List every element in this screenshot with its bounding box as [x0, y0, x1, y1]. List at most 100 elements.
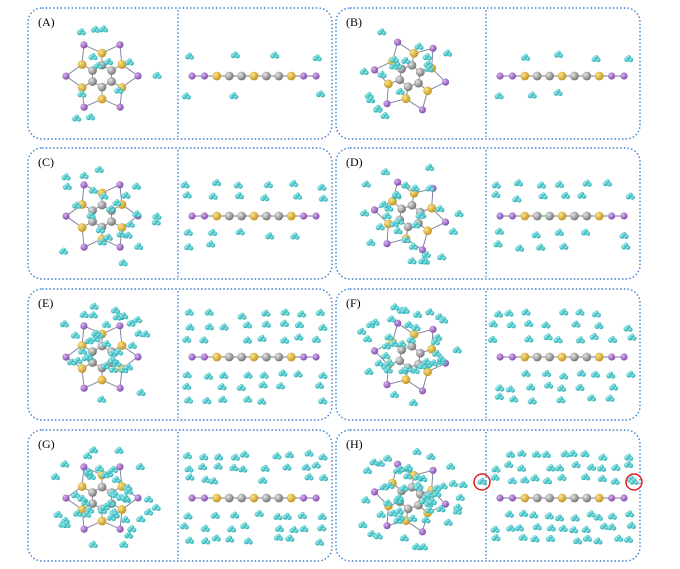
highlight-circle — [473, 473, 491, 491]
water-molecule — [494, 310, 504, 318]
water-molecule — [120, 494, 130, 502]
water-molecule — [520, 476, 530, 484]
water-molecule — [543, 333, 553, 341]
iodine-atom — [608, 212, 616, 220]
water-molecule — [524, 335, 534, 343]
water-molecule — [109, 365, 119, 374]
water-molecule — [70, 331, 80, 339]
water-molecule — [94, 165, 104, 174]
water-molecule — [184, 308, 194, 316]
water-molecule — [370, 318, 380, 326]
carbon-atom — [415, 348, 425, 358]
iodine-atom — [200, 212, 208, 220]
sulfur-atom — [77, 223, 87, 232]
water-molecule — [184, 465, 194, 473]
water-molecule — [285, 534, 295, 542]
water-molecule — [430, 338, 440, 346]
iodine-atom — [80, 243, 88, 251]
water-molecule — [358, 521, 368, 529]
water-molecule — [509, 395, 519, 403]
water-molecule — [151, 503, 161, 511]
carbon-atom — [107, 77, 116, 86]
water-molecule — [554, 228, 564, 236]
water-molecule — [439, 316, 449, 324]
water-molecule — [382, 212, 392, 220]
carbon-atom — [545, 211, 554, 221]
water-molecule — [557, 473, 567, 482]
water-molecule — [576, 369, 586, 377]
panel-h: (H) — [335, 429, 643, 562]
water-molecule — [412, 473, 423, 481]
water-molecule — [72, 201, 82, 209]
iodine-atom — [383, 100, 391, 108]
water-molecule — [135, 463, 145, 471]
water-molecule — [611, 463, 621, 472]
panel-b: (B) — [335, 7, 641, 140]
water-molecule — [607, 523, 617, 531]
water-molecule — [380, 112, 390, 120]
water-molecule — [394, 507, 404, 515]
water-molecule — [558, 524, 568, 532]
panel-label: (E) — [38, 296, 53, 310]
water-molecule — [606, 371, 616, 379]
water-molecule — [225, 535, 235, 543]
sulfur-atom — [77, 341, 87, 350]
iodine-atom — [370, 488, 379, 496]
water-molecule — [259, 371, 269, 379]
water-molecule — [410, 184, 420, 192]
iodine-atom — [496, 494, 504, 502]
water-molecule — [554, 180, 564, 188]
water-molecule — [141, 330, 151, 338]
panel-label: (A) — [38, 15, 55, 29]
sulfur-atom — [401, 375, 411, 385]
water-molecule — [233, 181, 243, 189]
carbon-atom — [107, 217, 116, 226]
panel-border — [27, 147, 333, 280]
water-molecule — [394, 217, 404, 225]
water-molecule — [437, 253, 447, 261]
water-molecule — [282, 512, 292, 520]
water-molecule — [407, 257, 417, 265]
water-molecule — [517, 449, 527, 457]
water-molecule — [538, 192, 548, 200]
iodine-atom — [370, 206, 379, 214]
water-molecule — [555, 464, 565, 472]
water-molecule — [185, 473, 195, 481]
water-molecule — [114, 86, 124, 94]
water-molecule — [384, 333, 394, 341]
water-molecule — [553, 336, 563, 344]
water-molecule — [121, 191, 131, 199]
sulfur-atom — [594, 493, 604, 503]
water-molecule — [531, 450, 541, 458]
sulfur-atom — [97, 375, 107, 385]
carbon-atom — [237, 211, 247, 221]
water-molecule — [265, 232, 275, 240]
water-molecule — [366, 96, 376, 104]
sulfur-atom — [594, 352, 604, 362]
water-molecule — [261, 309, 271, 317]
water-molecule — [556, 396, 566, 404]
water-molecule — [112, 313, 122, 321]
water-molecule — [602, 179, 612, 187]
water-molecule — [201, 475, 211, 484]
water-molecule — [99, 192, 109, 200]
panel-g: (G) — [27, 429, 333, 562]
water-molecule — [408, 399, 418, 407]
water-molecule — [436, 355, 446, 363]
sulfur-atom — [286, 211, 296, 221]
water-molecule — [417, 362, 427, 370]
water-molecule — [408, 242, 418, 251]
water-molecule — [364, 91, 374, 100]
water-molecule — [50, 473, 60, 481]
water-molecule — [624, 453, 634, 461]
iodine-atom — [508, 494, 516, 502]
carbon-atom — [88, 499, 97, 508]
water-molecule — [77, 494, 87, 503]
water-molecule — [184, 52, 194, 60]
sulfur-atom — [249, 493, 259, 503]
sulfur-atom — [212, 493, 222, 503]
iodine-atom — [116, 463, 124, 471]
sulfur-atom — [77, 83, 87, 92]
water-molecule — [230, 51, 240, 59]
carbon-atom — [274, 493, 284, 503]
